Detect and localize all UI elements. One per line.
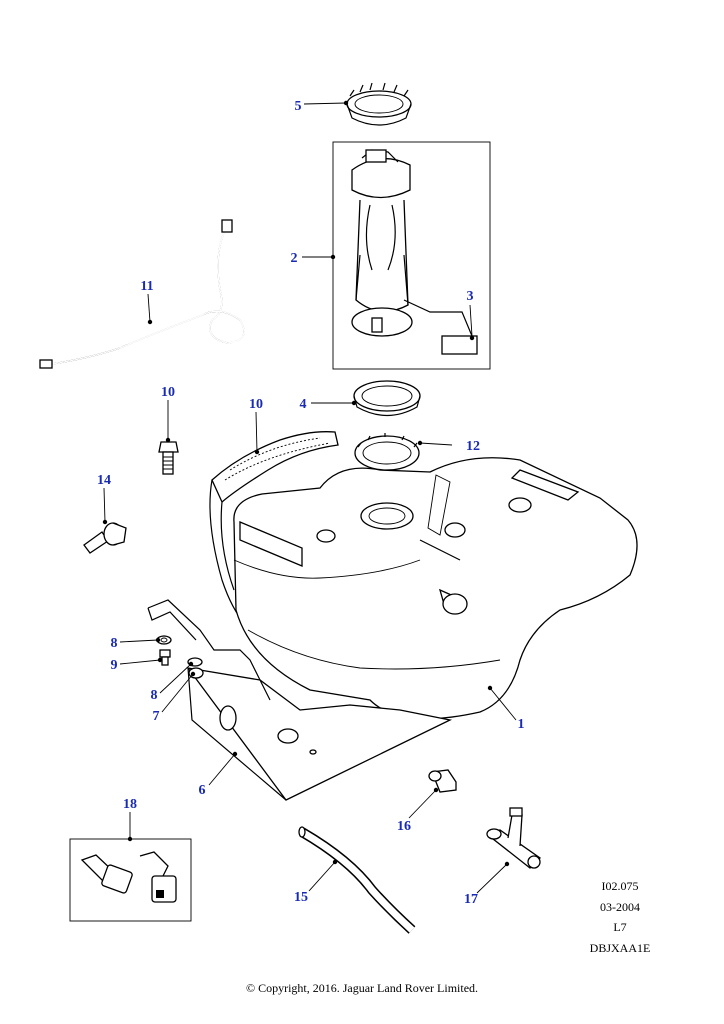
part-4-seal (353, 380, 421, 416)
part-11-bolt (158, 441, 179, 475)
callout-6: 6 (199, 783, 206, 798)
copyright-footer: © Copyright, 2016. Jaguar Land Rover Lim… (245, 981, 479, 995)
reference-block: I02.075 03-2004 L7 DBJXAA1E (560, 876, 680, 958)
callout-11: 10 (161, 385, 175, 400)
part-18-quick-connector-elbow (139, 851, 177, 903)
callout-15: 15 (294, 890, 308, 905)
part-1-fuel-tank (233, 457, 638, 720)
illustration-part-code: DBJXAA1E (589, 940, 651, 955)
callout-7: 7 (153, 709, 160, 724)
callout-2: 2 (291, 251, 298, 266)
leader-dots (102, 100, 510, 867)
callout-labels: 5 2 3 4 12 10 10 11 14 8 9 8 7 6 1 16 15… (97, 99, 525, 907)
part-16-connector (428, 769, 457, 793)
callout-17: 17 (464, 892, 478, 907)
callout-12: 11 (140, 279, 153, 294)
callout-8-upper: 8 (111, 636, 118, 651)
part-2-fuel-pump-module (351, 149, 478, 355)
part-12-wiring-harness (39, 219, 245, 369)
illustration-code: I02.075 (601, 879, 639, 893)
part-14-clip (83, 522, 127, 554)
callout-9: 9 (111, 658, 118, 673)
part-6-tank-cradle (147, 599, 453, 801)
illustration-date: 03-2004 (600, 899, 640, 914)
callout-16: 16 (397, 819, 411, 834)
callout-13: 12 (466, 439, 480, 454)
callout-10: 10 (249, 397, 263, 412)
leader-lines (103, 102, 517, 894)
callout-5: 5 (295, 99, 302, 114)
part-17-t-connector (486, 807, 542, 869)
part-5-locking-ring (346, 82, 412, 126)
callout-1: 1 (518, 717, 525, 732)
callout-8-lower: 8 (151, 688, 158, 703)
part-13-retaining-ring (354, 433, 420, 471)
part-18-quick-connector-straight (80, 854, 133, 894)
part-15-hose (298, 826, 416, 934)
part-9-bolt (159, 649, 171, 666)
callout-14: 14 (97, 473, 111, 488)
callout-4: 4 (300, 397, 307, 412)
callout-18: 18 (123, 797, 137, 812)
illustration-level: L7 (613, 920, 627, 934)
callout-3: 3 (467, 289, 474, 304)
